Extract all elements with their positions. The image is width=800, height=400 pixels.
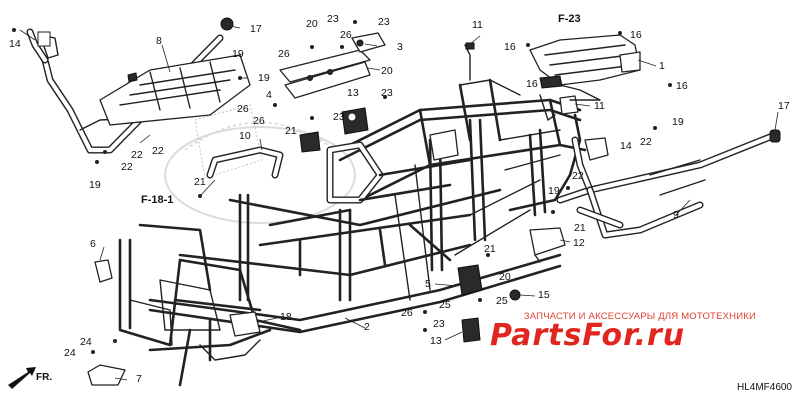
background-logo <box>164 121 356 224</box>
callout-23: 23 <box>327 13 339 25</box>
callout-16: 16 <box>526 78 538 90</box>
callout-25: 25 <box>439 299 451 311</box>
callout-14: 14 <box>620 140 632 152</box>
dotted-panel <box>194 104 263 179</box>
watermark-text: ЗАПЧАСТИ И АКСЕССУАРЫ ДЛЯ МОТОТЕХНИКИ <box>523 311 756 322</box>
callout-26: 26 <box>278 48 290 60</box>
callout-17: 17 <box>250 23 262 35</box>
bracket-6 <box>94 259 113 283</box>
callout-23: 23 <box>433 318 445 330</box>
callout-4: 4 <box>266 89 272 101</box>
callout-16: 16 <box>504 41 516 53</box>
callout-13: 13 <box>430 335 442 347</box>
callout-26: 26 <box>237 103 249 115</box>
callout-20: 20 <box>381 65 393 77</box>
callout-26: 26 <box>401 307 413 319</box>
callout-19: 19 <box>672 116 684 128</box>
callout-9: 9 <box>673 209 679 221</box>
callout-20: 20 <box>499 271 511 283</box>
grab-bar-10 <box>206 146 284 179</box>
callout-17: 17 <box>778 100 790 112</box>
callout-6: 6 <box>90 238 96 250</box>
callout-11: 11 <box>594 100 605 112</box>
callout-13: 13 <box>347 87 359 99</box>
callout-15: 15 <box>538 289 550 301</box>
rear-fender-bracket <box>529 34 641 101</box>
brand-logo: PartsFor.ru <box>490 318 686 353</box>
callout-26: 26 <box>340 29 352 41</box>
callout-19: 19 <box>258 72 270 84</box>
callout-19: 19 <box>548 185 560 197</box>
callout-23: 23 <box>381 87 393 99</box>
callout-22: 22 <box>572 170 584 182</box>
callout-21: 21 <box>574 222 586 234</box>
leader-lines <box>19 25 779 381</box>
callout-10: 10 <box>239 130 251 142</box>
callout-21: 21 <box>285 125 297 137</box>
ref-f23: F-23 <box>558 13 581 25</box>
callout-16: 16 <box>676 80 688 92</box>
skid-plate <box>99 54 251 126</box>
callout-19: 19 <box>89 179 101 191</box>
diagram-code: HL4MF4600 <box>736 382 792 393</box>
rear-bumper <box>556 129 781 239</box>
callout-22: 22 <box>121 161 133 173</box>
callout-11: 11 <box>472 19 483 31</box>
main-frame <box>118 42 587 387</box>
callout-12: 12 <box>573 237 585 249</box>
callout-14: 14 <box>9 38 21 50</box>
callout-1: 1 <box>659 60 665 72</box>
callout-21: 21 <box>194 176 206 188</box>
callout-18: 18 <box>280 311 292 323</box>
callout-24: 24 <box>80 336 92 348</box>
callout-20: 20 <box>306 18 318 30</box>
front-bumper <box>26 28 224 154</box>
ref-f18-1: F-18-1 <box>141 194 174 206</box>
callout-16: 16 <box>630 29 642 41</box>
mounts <box>220 17 521 343</box>
callout-2: 2 <box>364 321 370 333</box>
callout-21: 21 <box>484 243 496 255</box>
callout-22: 22 <box>152 145 164 157</box>
bolts <box>12 20 672 354</box>
callout-22: 22 <box>640 136 652 148</box>
seat-bracket <box>279 32 386 99</box>
callout-3: 3 <box>397 41 403 53</box>
callout-25: 25 <box>496 295 508 307</box>
bracket-12 <box>529 227 566 263</box>
callout-7: 7 <box>136 373 142 385</box>
callout-26: 26 <box>253 115 265 127</box>
callout-23: 23 <box>333 111 345 123</box>
callout-8: 8 <box>156 35 162 47</box>
callout-19: 19 <box>232 48 244 60</box>
callout-24: 24 <box>64 347 76 359</box>
bracket-7 <box>87 364 126 386</box>
callout-22: 22 <box>131 149 143 161</box>
callout-5: 5 <box>425 278 431 290</box>
front-direction-label: FR. <box>36 372 53 383</box>
front-arrow-icon <box>8 367 36 389</box>
callout-23: 23 <box>378 16 390 28</box>
